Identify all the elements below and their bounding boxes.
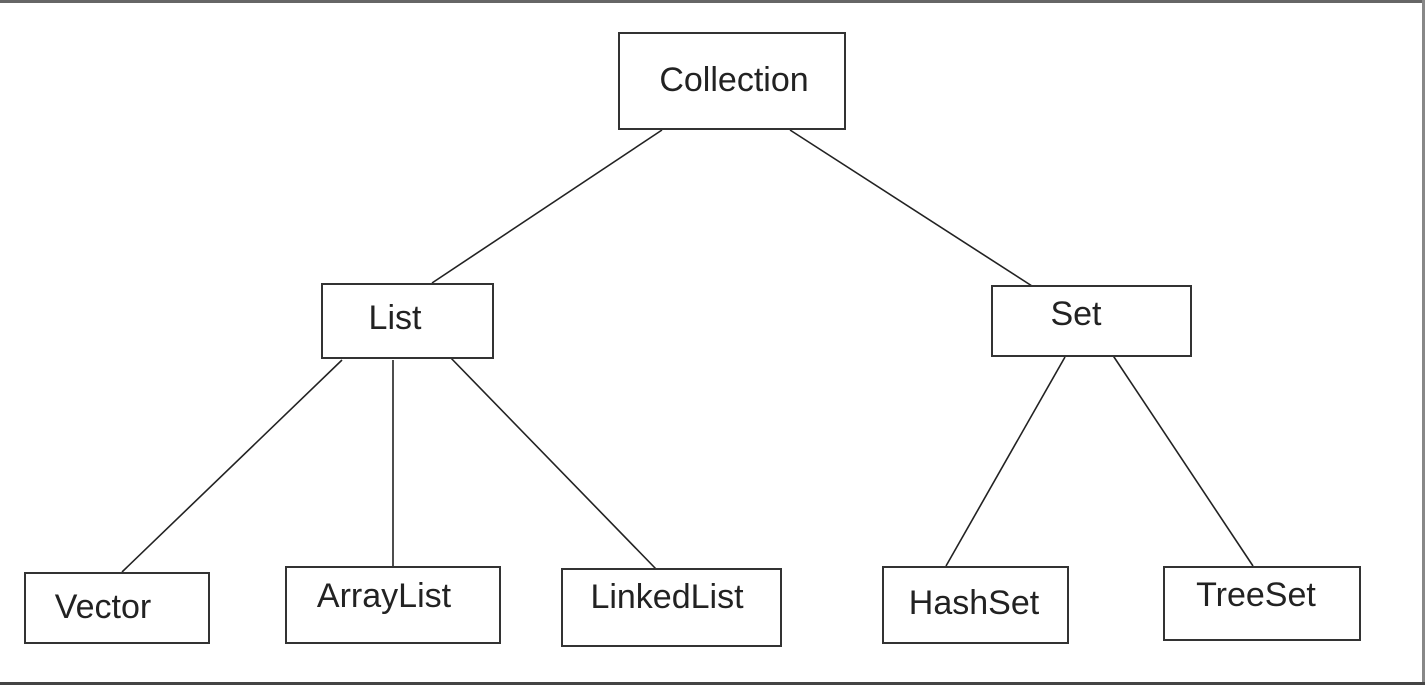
top-border [0,0,1425,3]
node-treeset: TreeSet [1163,566,1361,641]
node-label: LinkedList [590,578,744,616]
node-label: Vector [55,588,151,626]
node-hashset: HashSet [882,566,1069,644]
node-arraylist: ArrayList [285,566,501,644]
node-label: Set [1050,295,1102,333]
right-border [1422,0,1425,685]
node-set: Set [991,285,1192,357]
edge-set-treeset [1111,353,1254,567]
node-label: Collection [659,61,808,99]
node-label: ArrayList [317,577,452,615]
node-linkedlist: LinkedList [561,568,782,647]
bottom-border [0,682,1425,685]
node-collection: Collection [618,32,846,130]
node-label: TreeSet [1196,576,1316,614]
node-vector: Vector [24,572,210,644]
edge-set-hashset [945,356,1066,567]
edge-list-linkedlist [447,354,657,570]
edge-list-vector [121,359,343,573]
node-label: HashSet [909,584,1040,622]
node-label: List [369,299,422,337]
edge-collection-list [431,129,663,284]
edge-collection-set [789,129,1033,287]
node-list: List [321,283,494,359]
